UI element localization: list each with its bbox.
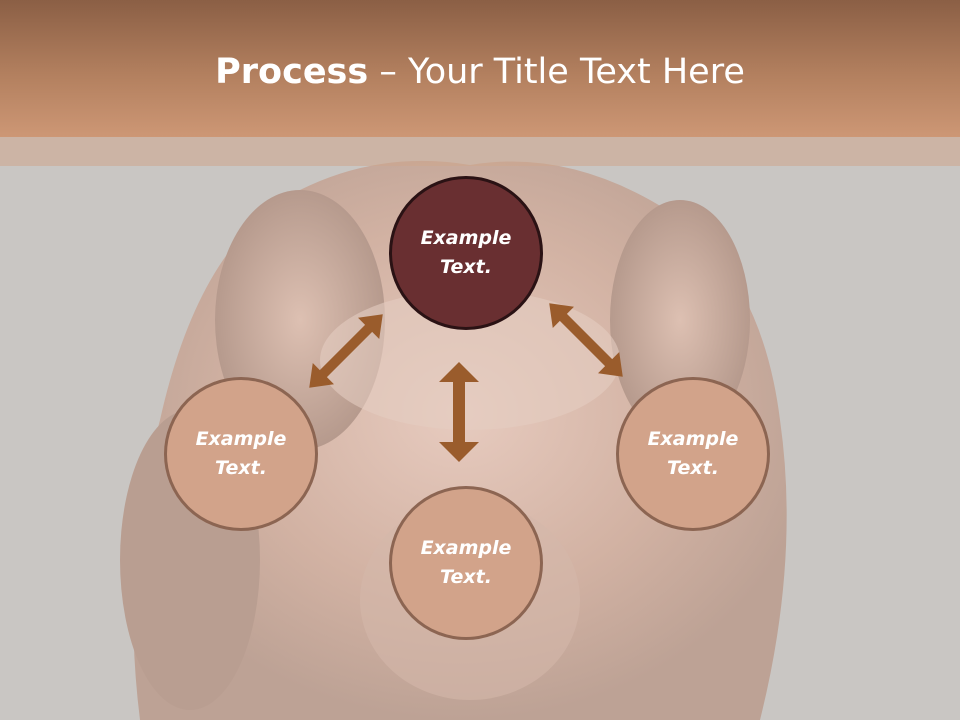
double-arrow-top-right (549, 303, 623, 377)
node-top-label: Example Text. (420, 227, 512, 278)
double-arrow-top-left (309, 314, 383, 388)
node-left-label: Example Text. (195, 428, 287, 479)
double-arrow-vertical (439, 362, 479, 462)
slide-title: Process – Your Title Text Here (0, 52, 960, 92)
process-node-right: Example Text. (616, 377, 770, 531)
title-bold: Process (215, 52, 369, 92)
process-node-left: Example Text. (164, 377, 318, 531)
node-bottom-label: Example Text. (420, 537, 512, 588)
process-node-top: Example Text. (389, 176, 543, 330)
title-bar (0, 0, 960, 137)
process-node-bottom: Example Text. (389, 486, 543, 640)
title-rest: – Your Title Text Here (368, 52, 745, 92)
title-bar-band (0, 137, 960, 166)
node-right-label: Example Text. (647, 428, 739, 479)
